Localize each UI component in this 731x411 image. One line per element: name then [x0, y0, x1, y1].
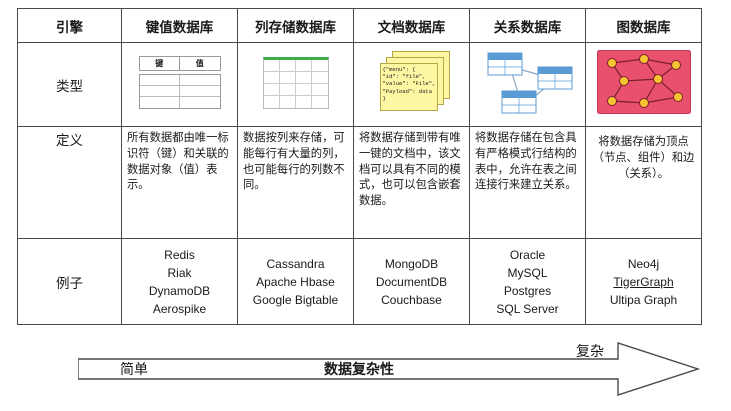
document-json-text: {"menu": { "id": "file", "value": "File"…	[382, 65, 435, 103]
axis-label-complex: 复杂	[576, 343, 604, 359]
column-store-type-cell	[237, 42, 354, 127]
row-label-examples: 例子	[17, 238, 122, 325]
col-header-relational: 关系数据库	[469, 8, 586, 43]
linked-tables-icon	[482, 49, 574, 115]
definition-relational: 将数据存储在包含具有严格模式行结构的表中，允许在表之间连接行来建立关系。	[469, 126, 586, 239]
axis-label-complexity: 数据复杂性	[324, 361, 394, 377]
definition-key-value: 所有数据都由唯一标识符（键）和关联的数据对象（值）表示。	[121, 126, 238, 239]
column-store-grid-icon	[262, 56, 329, 109]
document-sheet-front: {"menu": { "id": "file", "value": "File"…	[379, 62, 438, 111]
database-comparison-table: 引擎 键值数据库 列存储数据库 文档数据库 关系数据库 图数据库 类型 键 值	[17, 8, 702, 325]
mini-table-1	[487, 52, 522, 76]
key-value-table-icon: 键 值	[138, 56, 221, 109]
document-stack-icon: {"menu": { "id": "file", "value": "File"…	[372, 50, 452, 119]
row-label-definition: 定义	[17, 126, 122, 239]
definition-row: 定义 所有数据都由唯一标识符（键）和关联的数据对象（值）表示。 数据按列来存储，…	[17, 126, 702, 239]
type-row: 类型 键 值	[17, 42, 702, 127]
key-value-header: 键 值	[138, 56, 221, 71]
table-header-row: 引擎 键值数据库 列存储数据库 文档数据库 关系数据库 图数据库	[17, 8, 702, 43]
graph-network-icon	[596, 50, 691, 114]
graph-type-cell	[585, 42, 702, 127]
definition-document: 将数据存储到带有唯一键的文档中，该文档可以具有不同的模式，也可以包含嵌套数据。	[353, 126, 470, 239]
axis-label-simple: 简单	[120, 361, 148, 377]
col-header-document: 文档数据库	[353, 8, 470, 43]
mini-table-3	[501, 90, 536, 114]
row-label-type: 类型	[17, 42, 122, 127]
col-header-engine: 引擎	[17, 8, 122, 43]
key-value-grid	[138, 74, 221, 109]
definition-graph: 将数据存储为顶点（节点、组件）和边（关系）。	[585, 126, 702, 239]
relational-type-cell	[469, 42, 586, 127]
col-header-key-value: 键值数据库	[121, 8, 238, 43]
complexity-axis: 简单 数据复杂性 复杂	[78, 339, 703, 399]
definition-column-store: 数据按列来存储，可能每行有大量的列，也可能每行的列数不同。	[237, 126, 354, 239]
mini-table-2	[537, 66, 572, 90]
col-header-graph: 图数据库	[585, 8, 702, 43]
key-value-type-cell: 键 值	[121, 42, 238, 127]
key-header-label: 键	[140, 57, 180, 70]
col-header-column-store: 列存储数据库	[237, 8, 354, 43]
document-type-cell: {"menu": { "id": "file", "value": "File"…	[353, 42, 470, 127]
right-arrow-shape	[78, 342, 701, 396]
value-header-label: 值	[195, 59, 204, 68]
